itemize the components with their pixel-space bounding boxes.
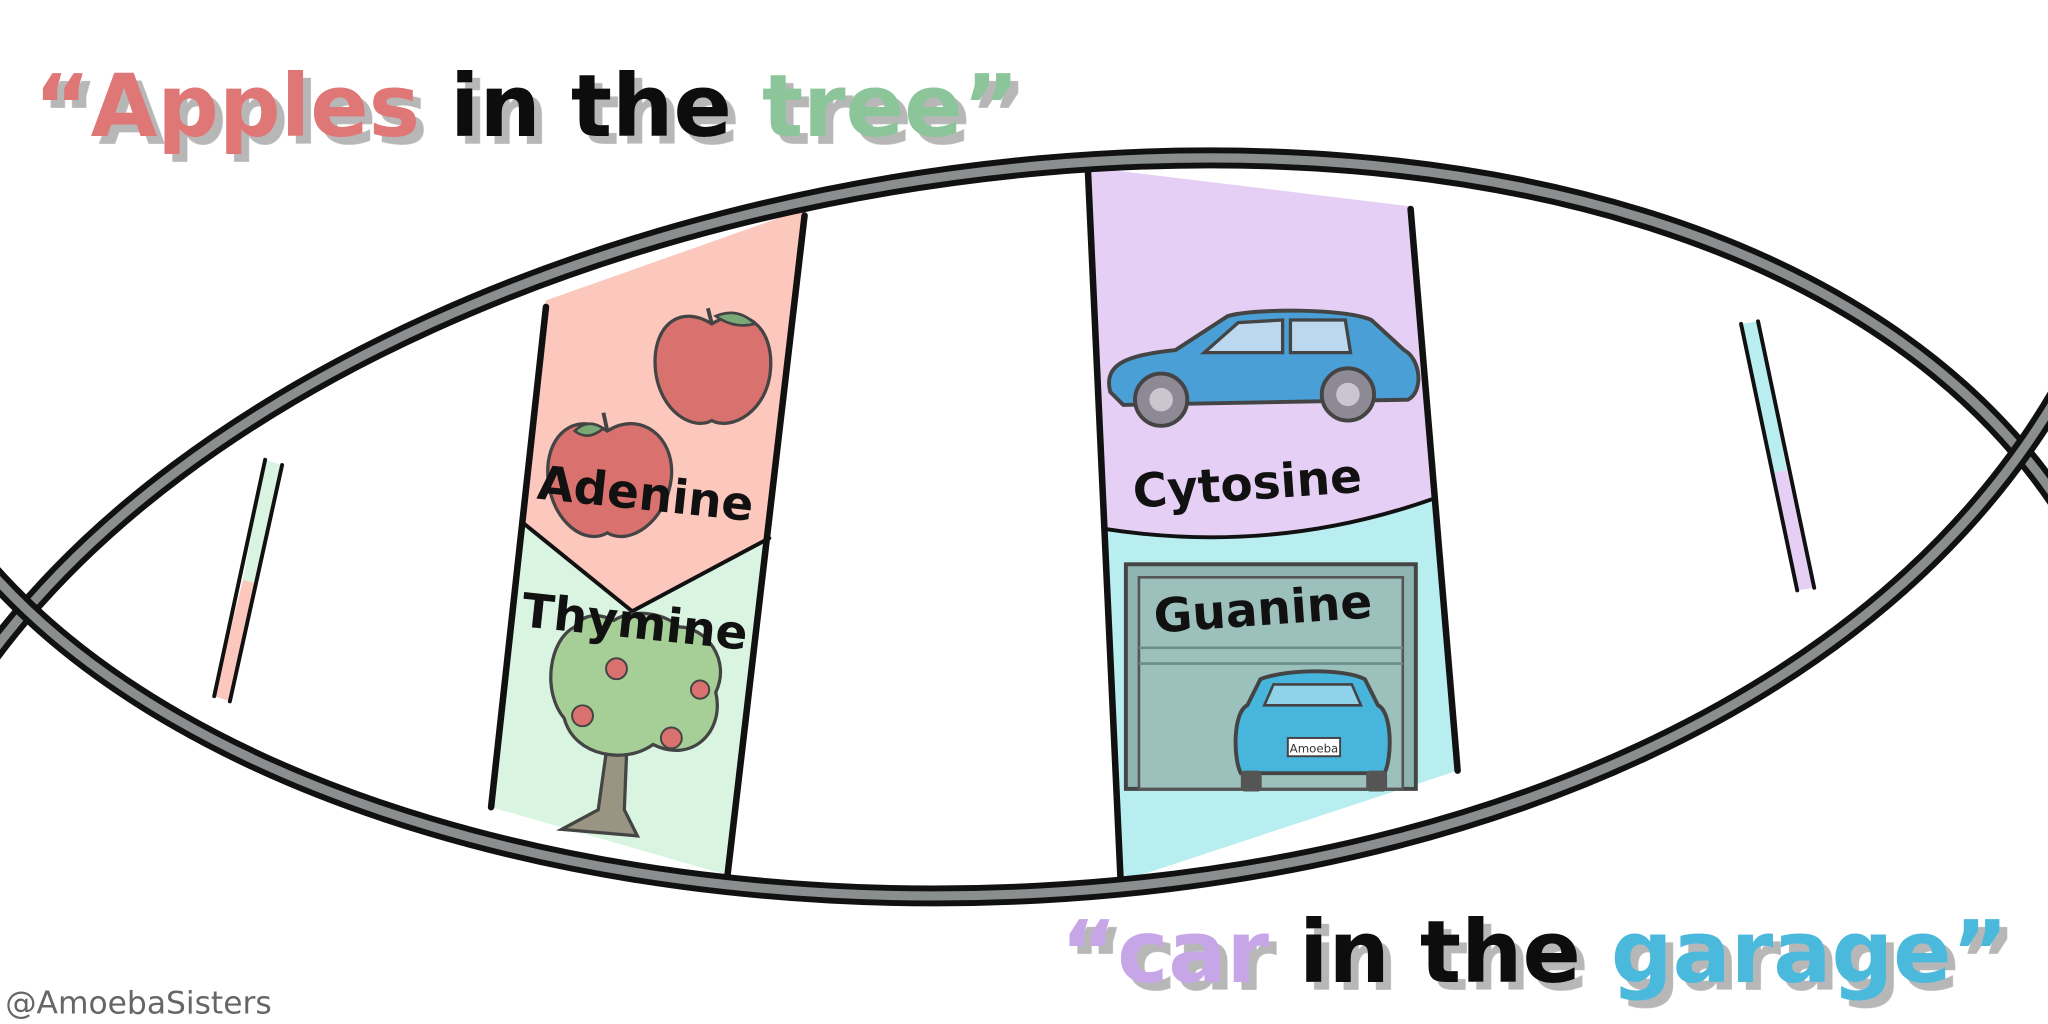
car-icon bbox=[1107, 308, 1421, 428]
svg-text:“car in the garage”: “car in the garage” bbox=[1061, 903, 2009, 1003]
quote-mark: “ bbox=[1061, 903, 1118, 1003]
title-word-garage: garage bbox=[1611, 903, 1952, 1003]
svg-text:“Apples in the tree”: “Apples in the tree” bbox=[34, 57, 1019, 157]
title-word-tree: tree bbox=[762, 57, 963, 157]
garage-icon: Amoeba bbox=[1123, 562, 1418, 792]
quote-mark: ” bbox=[963, 57, 1020, 157]
parked-car-icon: Amoeba bbox=[1233, 669, 1392, 792]
title-word-in-the: in the bbox=[420, 57, 762, 157]
title-bottom: “car in the garage” bbox=[1061, 903, 2009, 1003]
small-rung-right-top bbox=[1741, 321, 1787, 473]
watermark: @AmoebaSisters bbox=[5, 986, 271, 1022]
backbone-strand-top bbox=[0, 147, 2048, 660]
title-word-apples: Apples bbox=[91, 57, 420, 157]
small-rung-left-bottom bbox=[214, 579, 258, 702]
apple-icon bbox=[546, 412, 674, 539]
small-rung-right-bottom bbox=[1771, 470, 1815, 591]
apple-tree-icon bbox=[549, 611, 723, 838]
backbone-strand-bottom bbox=[0, 391, 2048, 907]
title-word-in-the: in the bbox=[1269, 903, 1611, 1003]
quote-mark: ” bbox=[1952, 903, 2009, 1003]
quote-mark: “ bbox=[34, 57, 91, 157]
small-rung-left-top bbox=[242, 459, 283, 584]
apple-icon bbox=[653, 307, 773, 425]
license-plate: Amoeba bbox=[1290, 741, 1339, 755]
title-word-car: car bbox=[1117, 903, 1269, 1003]
dna-backbone bbox=[0, 147, 2048, 907]
band-edges bbox=[212, 169, 1817, 885]
title-top: “Apples in the tree” bbox=[34, 57, 1019, 157]
